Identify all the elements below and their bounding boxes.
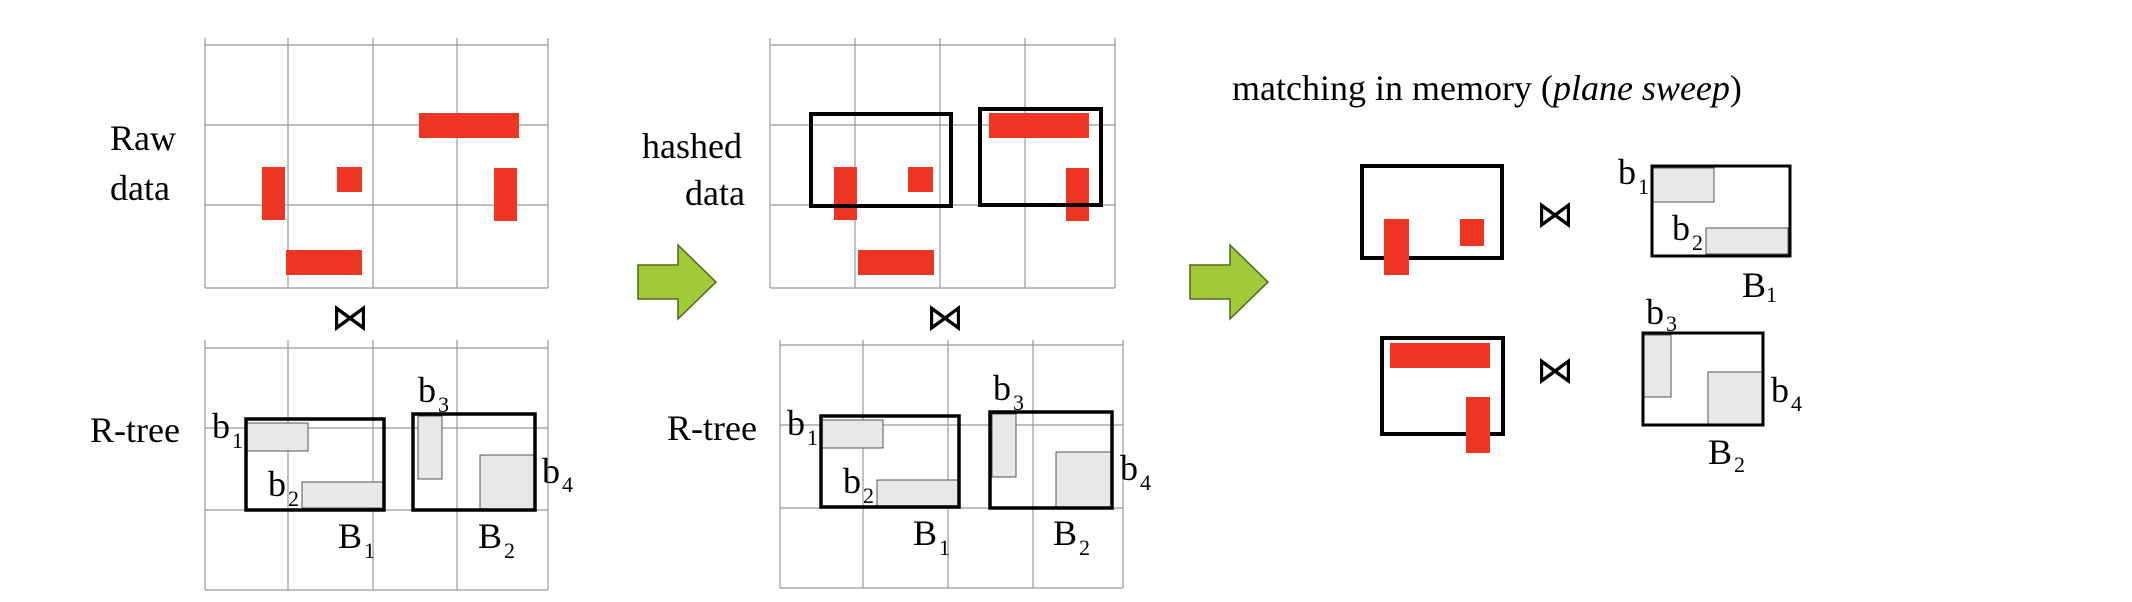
node-B1 — [1650, 164, 1792, 258]
raw-object — [337, 167, 362, 192]
label-b4-letter: b — [1120, 448, 1138, 488]
label-b3-letter: b — [418, 370, 436, 410]
leaf-b3 — [417, 415, 443, 480]
rtree-mid-label: R-tree — [667, 408, 757, 448]
label-b4-sub: 4 — [1140, 470, 1151, 495]
hashed-object — [989, 113, 1089, 138]
leaf-b4 — [479, 454, 536, 511]
raw-data-objects — [262, 113, 519, 275]
label-B2-sub: 2 — [504, 538, 515, 563]
label-b2-letter: b — [1672, 208, 1690, 248]
arrow-right-icon — [1189, 243, 1270, 321]
node-B1 — [244, 417, 386, 512]
leaf-b4 — [1055, 451, 1112, 508]
node-B1 — [819, 414, 961, 509]
arrow-right-icon — [637, 243, 718, 321]
hashed-object — [834, 167, 857, 220]
label-b3-sub: 3 — [1666, 311, 1677, 336]
label-b3-letter: b — [1646, 292, 1664, 332]
label-b4-letter: b — [542, 451, 560, 491]
join-symbol-middle: ⋈ — [926, 297, 964, 339]
hashed-label-line1: hashed — [642, 126, 742, 166]
label-b2-sub: 2 — [288, 486, 299, 511]
hash-bucket — [809, 112, 953, 208]
raw-object — [419, 113, 519, 138]
leaf-b2 — [301, 481, 385, 509]
rtree-left-leaves — [245, 415, 536, 511]
raw-object — [494, 168, 517, 221]
label-b3-sub: 3 — [438, 392, 449, 417]
label-b1-sub: 1 — [807, 425, 818, 450]
leaf-b3 — [991, 413, 1017, 478]
rtree-mid-leaves — [820, 413, 1112, 508]
join-symbol: ⋈ — [1536, 350, 1574, 392]
hash-bucket — [1380, 336, 1505, 436]
raw-label-line2: data — [110, 168, 170, 208]
label-b2-sub: 2 — [1692, 230, 1703, 255]
label-B2-sub: 2 — [1734, 452, 1745, 477]
label-B2-letter: B — [1053, 513, 1077, 553]
hash-bucket — [978, 107, 1103, 207]
label-b3-letter: b — [993, 368, 1011, 408]
label-B1-letter: B — [338, 516, 362, 556]
leaf-b1 — [820, 419, 884, 449]
bucket-object — [1390, 343, 1490, 368]
join-symbol-left: ⋈ — [331, 297, 369, 339]
hash-bucket — [1360, 164, 1504, 260]
leaf-b2 — [1705, 227, 1789, 255]
leaf-b2 — [876, 479, 960, 507]
label-B2-letter: B — [478, 516, 502, 556]
raw-data-grid — [204, 38, 549, 289]
label-B1-letter: B — [913, 513, 937, 553]
label-b1-letter: b — [212, 406, 230, 446]
label-b1-sub: 1 — [1638, 174, 1649, 199]
hashed-data-objects — [834, 113, 1089, 275]
rtree-left-nodes — [244, 412, 537, 512]
label-B1-sub: 1 — [1766, 282, 1777, 307]
raw-label-line1: Raw — [110, 118, 176, 158]
label-b4-letter: b — [1771, 370, 1789, 410]
label-B1-sub: 1 — [939, 535, 950, 560]
label-b2-letter: b — [268, 464, 286, 504]
leaf-b1 — [245, 422, 309, 452]
leaf-b1 — [1651, 167, 1715, 203]
label-B1-sub: 1 — [364, 538, 375, 563]
hash-buckets — [809, 107, 1103, 208]
label-b4-sub: 4 — [1791, 391, 1802, 416]
hashed-label-line2: data — [685, 173, 745, 213]
hashed-object — [858, 250, 934, 275]
match-1: ⋈ b 1 b 2 B 1 — [1360, 152, 1792, 307]
label-B2-letter: B — [1708, 432, 1732, 472]
node-B2 — [1641, 331, 1765, 427]
label-b1-letter: b — [787, 403, 805, 443]
label-b2-sub: 2 — [863, 483, 874, 508]
label-b4-sub: 4 — [562, 472, 573, 497]
label-b2-letter: b — [843, 461, 861, 501]
matching-title: matching in memory (plane sweep) — [1232, 68, 1742, 108]
label-b3-sub: 3 — [1013, 390, 1024, 415]
match-2: ⋈ b 3 b 4 B 2 — [1380, 292, 1802, 477]
label-B2-sub: 2 — [1079, 535, 1090, 560]
node-B2 — [411, 412, 537, 512]
leaf-b3 — [1642, 334, 1672, 398]
rtree-left-label: R-tree — [90, 410, 180, 450]
bucket-object — [1384, 219, 1409, 275]
join-symbol: ⋈ — [1536, 194, 1574, 236]
hashed-data-grid — [769, 38, 1116, 289]
hashed-object — [1066, 168, 1089, 221]
label-b1-sub: 1 — [232, 428, 243, 453]
bucket-object — [1466, 397, 1490, 453]
label-B1-letter: B — [1742, 265, 1766, 305]
bucket-object — [1460, 219, 1484, 246]
node-B2 — [988, 410, 1114, 510]
rtree-mid-nodes — [819, 410, 1114, 510]
label-b1-letter: b — [1618, 152, 1636, 192]
hashed-object — [908, 167, 933, 192]
raw-object — [262, 167, 285, 220]
leaf-b4 — [1707, 371, 1764, 426]
raw-object — [286, 250, 362, 275]
